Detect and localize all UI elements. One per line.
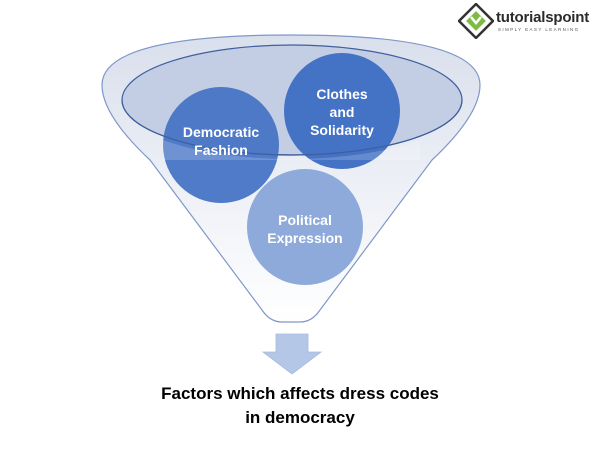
label-line: Fashion — [194, 142, 248, 158]
label-democratic-fashion: Democratic Fashion — [171, 123, 271, 159]
circle-clothes-and-solidarity — [284, 53, 400, 169]
caption-line: Factors which affects dress codes — [161, 384, 439, 403]
caption-line: in democracy — [245, 408, 355, 427]
label-line: Political — [278, 212, 332, 228]
funnel-caption: Factors which affects dress codes in dem… — [140, 382, 460, 430]
label-clothes-and-solidarity: Clothes and Solidarity — [292, 85, 392, 139]
label-line: Expression — [267, 230, 343, 246]
logo-wordmark: tutorialspoint — [496, 9, 590, 26]
down-arrow-icon — [261, 333, 323, 375]
circle-democratic-fashion — [163, 87, 279, 203]
tutorialspoint-logo-icon — [458, 3, 494, 39]
label-line: Solidarity — [310, 122, 374, 138]
label-line: Democratic — [182, 124, 260, 140]
funnel-rim-front — [121, 99, 463, 156]
label-line: and — [329, 104, 355, 120]
label-political-expression: Political Expression — [255, 211, 355, 247]
circle-political-expression — [247, 169, 363, 285]
tutorialspoint-logo: tutorialspoint SIMPLY EASY LEARNING — [458, 3, 598, 39]
logo-tagline: SIMPLY EASY LEARNING — [498, 27, 580, 32]
label-line: Clothes — [316, 86, 368, 102]
